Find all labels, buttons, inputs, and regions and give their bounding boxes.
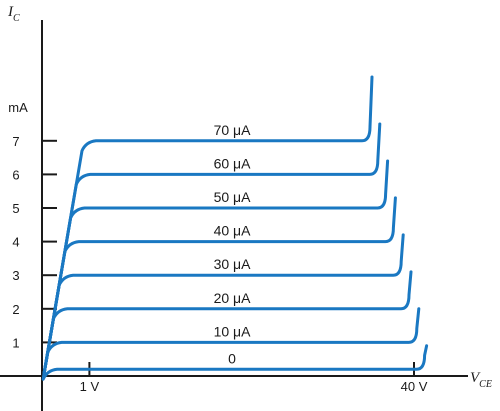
x-tick-label: 40 V [401, 379, 428, 394]
x-axis-title: VCE [470, 370, 492, 390]
y-axis-title-main: I [7, 4, 14, 20]
series-label: 50 μA [214, 189, 252, 205]
y-tick-label: 2 [12, 302, 19, 317]
y-ticks: 1 2 3 4 5 6 7 [12, 134, 57, 350]
curve-3 [42, 233, 405, 376]
series-label: 40 μA [214, 223, 252, 239]
curve-2 [42, 270, 413, 376]
y-axis-title: IC [7, 4, 20, 24]
curve-0 [41, 344, 429, 381]
curve-5 [42, 159, 390, 376]
x-tick-label: 1 V [80, 379, 100, 394]
y-tick-label: 7 [12, 134, 19, 149]
y-tick-label: 6 [12, 167, 19, 182]
y-axis-title-sub: C [13, 13, 20, 24]
y-tick-label: 3 [12, 268, 19, 283]
y-tick-label: 5 [12, 201, 19, 216]
series-label: 20 μA [214, 290, 252, 306]
curve-7 [42, 75, 374, 376]
x-axis-title-main: V [470, 370, 481, 386]
x-axis-title-sub: CE [479, 379, 492, 390]
y-tick-label: 1 [12, 335, 19, 350]
series-label: 30 μA [214, 256, 252, 272]
series-label: 0 [228, 350, 236, 366]
collector-curves [41, 75, 429, 381]
axes [0, 20, 468, 411]
x-ticks: 1 V 40 V [80, 362, 428, 394]
series-label: 60 μA [214, 155, 252, 171]
curve-1 [42, 307, 421, 376]
series-label: 70 μA [214, 122, 252, 138]
y-unit-label: mA [8, 100, 28, 115]
series-labels: 0 10 μA 20 μA 30 μA 40 μA 50 μA 60 μA 70 μA [214, 122, 252, 366]
y-tick-label: 4 [12, 235, 19, 250]
curve-4 [42, 196, 397, 376]
series-label: 10 μA [214, 323, 252, 339]
curve-6 [42, 122, 382, 376]
